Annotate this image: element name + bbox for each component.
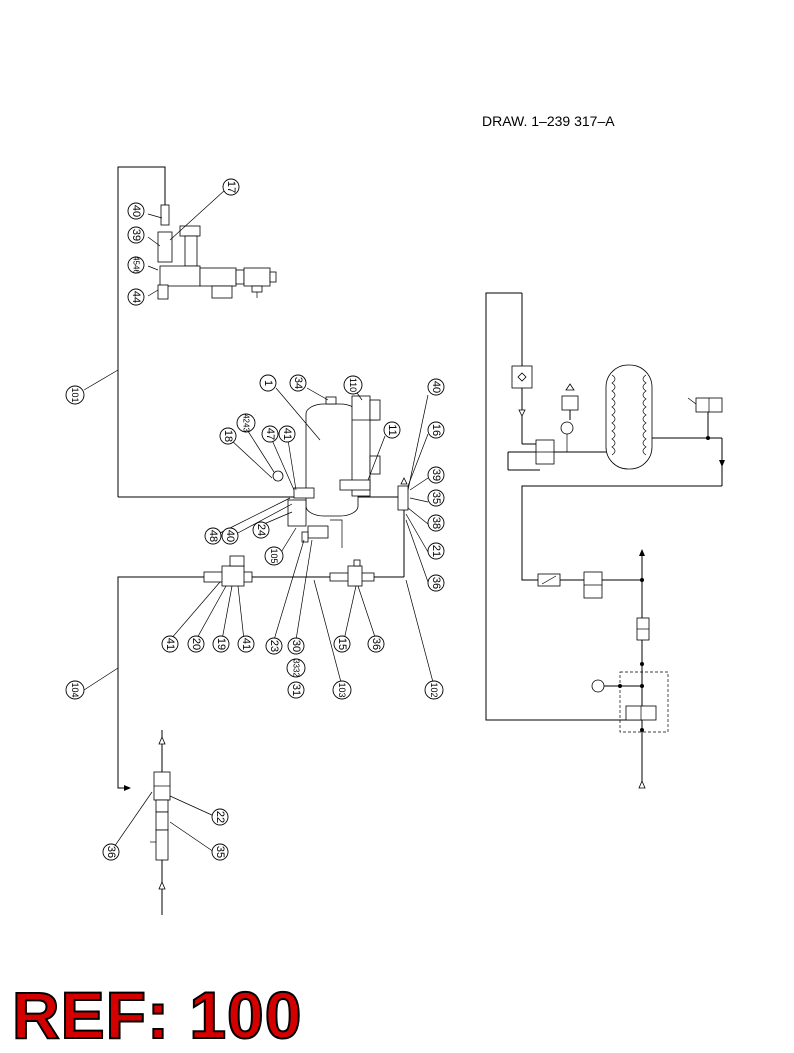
callout-22: 22: [211, 808, 229, 826]
callout-35b: 35: [211, 843, 229, 861]
ref-label: REF: 100: [11, 978, 303, 1052]
callout-40: 40: [127, 202, 145, 220]
callout-40b: 40: [427, 378, 445, 396]
svg-text:17: 17: [225, 181, 237, 193]
svg-text:105: 105: [269, 548, 279, 563]
valve-group-left: [203, 555, 253, 587]
svg-text:20: 20: [190, 638, 202, 650]
callout-34: 34: [289, 374, 307, 392]
callout-36b: 36: [367, 635, 385, 653]
svg-text:39: 39: [130, 229, 142, 241]
svg-text:40: 40: [430, 381, 442, 393]
callout-16: 16: [427, 421, 445, 439]
callout-47: 47: [261, 425, 279, 443]
svg-text:41: 41: [164, 638, 176, 650]
callout-39: 39: [127, 226, 145, 244]
callout-41: 41: [278, 425, 296, 443]
svg-text:101: 101: [70, 387, 80, 402]
svg-text:47: 47: [264, 428, 276, 440]
svg-text:3332: 3332: [292, 659, 301, 677]
top-valve-assembly: [157, 204, 277, 300]
air-tank: [272, 395, 409, 548]
drawing-number: DRAW. 1–239 317–A: [482, 113, 615, 129]
svg-text:11: 11: [386, 424, 398, 435]
pipe-101: [117, 166, 296, 498]
svg-text:40: 40: [130, 205, 142, 217]
callout-4546: 4546: [127, 256, 145, 274]
svg-text:19: 19: [215, 638, 227, 650]
callout-19: 19: [212, 635, 230, 653]
svg-text:104: 104: [70, 682, 80, 697]
callout-17: 17: [222, 178, 240, 196]
svg-text:35: 35: [430, 492, 442, 504]
callout-110: 110: [343, 375, 363, 395]
callout-31: 31: [287, 681, 305, 699]
callout-41c: 41: [237, 635, 255, 653]
svg-text:30: 30: [290, 640, 302, 652]
svg-text:41: 41: [240, 638, 252, 650]
bottom-regulator: [150, 771, 171, 861]
callout-102: 102: [424, 680, 444, 700]
callout-101: 101: [65, 385, 85, 405]
callout-48: 48: [204, 527, 222, 545]
callout-3332: 3332: [286, 658, 306, 678]
callout-leaders: [83, 189, 435, 853]
svg-text:4546: 4546: [132, 256, 141, 274]
callout-44: 44: [127, 288, 145, 306]
svg-text:16: 16: [430, 424, 442, 436]
svg-text:1: 1: [262, 380, 274, 386]
callout-11: 11: [383, 421, 401, 439]
callout-21: 21: [427, 542, 445, 560]
svg-text:35: 35: [214, 846, 226, 858]
callout-1: 1: [259, 374, 277, 392]
circuit-schematic: [485, 292, 725, 789]
callout-bubbles: 17 40 39 4546 44 101 1 34 110 40 11 16 3…: [65, 178, 445, 861]
callout-20: 20: [187, 635, 205, 653]
callout-39b: 39: [427, 466, 445, 484]
callout-104: 104: [65, 680, 85, 700]
callout-18: 18: [219, 427, 237, 445]
callout-36c: 36: [102, 843, 120, 861]
svg-text:36: 36: [105, 846, 117, 858]
svg-text:48: 48: [207, 530, 219, 542]
callout-38: 38: [427, 514, 445, 532]
svg-text:34: 34: [292, 377, 304, 389]
callout-4243: 4243: [236, 413, 256, 433]
svg-text:15: 15: [336, 638, 348, 650]
svg-text:36: 36: [370, 638, 382, 650]
callout-15: 15: [333, 635, 351, 653]
svg-text:23: 23: [268, 640, 280, 652]
svg-text:21: 21: [430, 545, 442, 557]
callout-105: 105: [264, 546, 284, 566]
svg-text:103: 103: [337, 682, 347, 697]
callout-36: 36: [427, 574, 445, 592]
pipe-104: [117, 576, 204, 789]
svg-text:31: 31: [290, 684, 302, 696]
svg-text:38: 38: [430, 517, 442, 529]
svg-text:4243: 4243: [242, 414, 251, 432]
pipe-102: [355, 496, 405, 577]
svg-text:102: 102: [429, 682, 439, 697]
callout-103: 103: [332, 680, 352, 700]
callout-41b: 41: [161, 635, 179, 653]
callout-30: 30: [287, 637, 305, 655]
svg-text:18: 18: [222, 430, 234, 442]
callout-35: 35: [427, 489, 445, 507]
svg-text:22: 22: [214, 811, 226, 823]
svg-text:110: 110: [348, 378, 358, 392]
svg-text:36: 36: [430, 577, 442, 589]
svg-text:24: 24: [255, 524, 267, 536]
callout-24: 24: [252, 521, 270, 539]
callout-40c: 40: [221, 527, 239, 545]
svg-text:41: 41: [281, 428, 293, 440]
svg-text:39: 39: [430, 469, 442, 481]
svg-text:44: 44: [130, 291, 142, 303]
callout-23: 23: [265, 637, 283, 655]
valve-group-right: [329, 559, 375, 587]
svg-text:40: 40: [224, 530, 236, 542]
